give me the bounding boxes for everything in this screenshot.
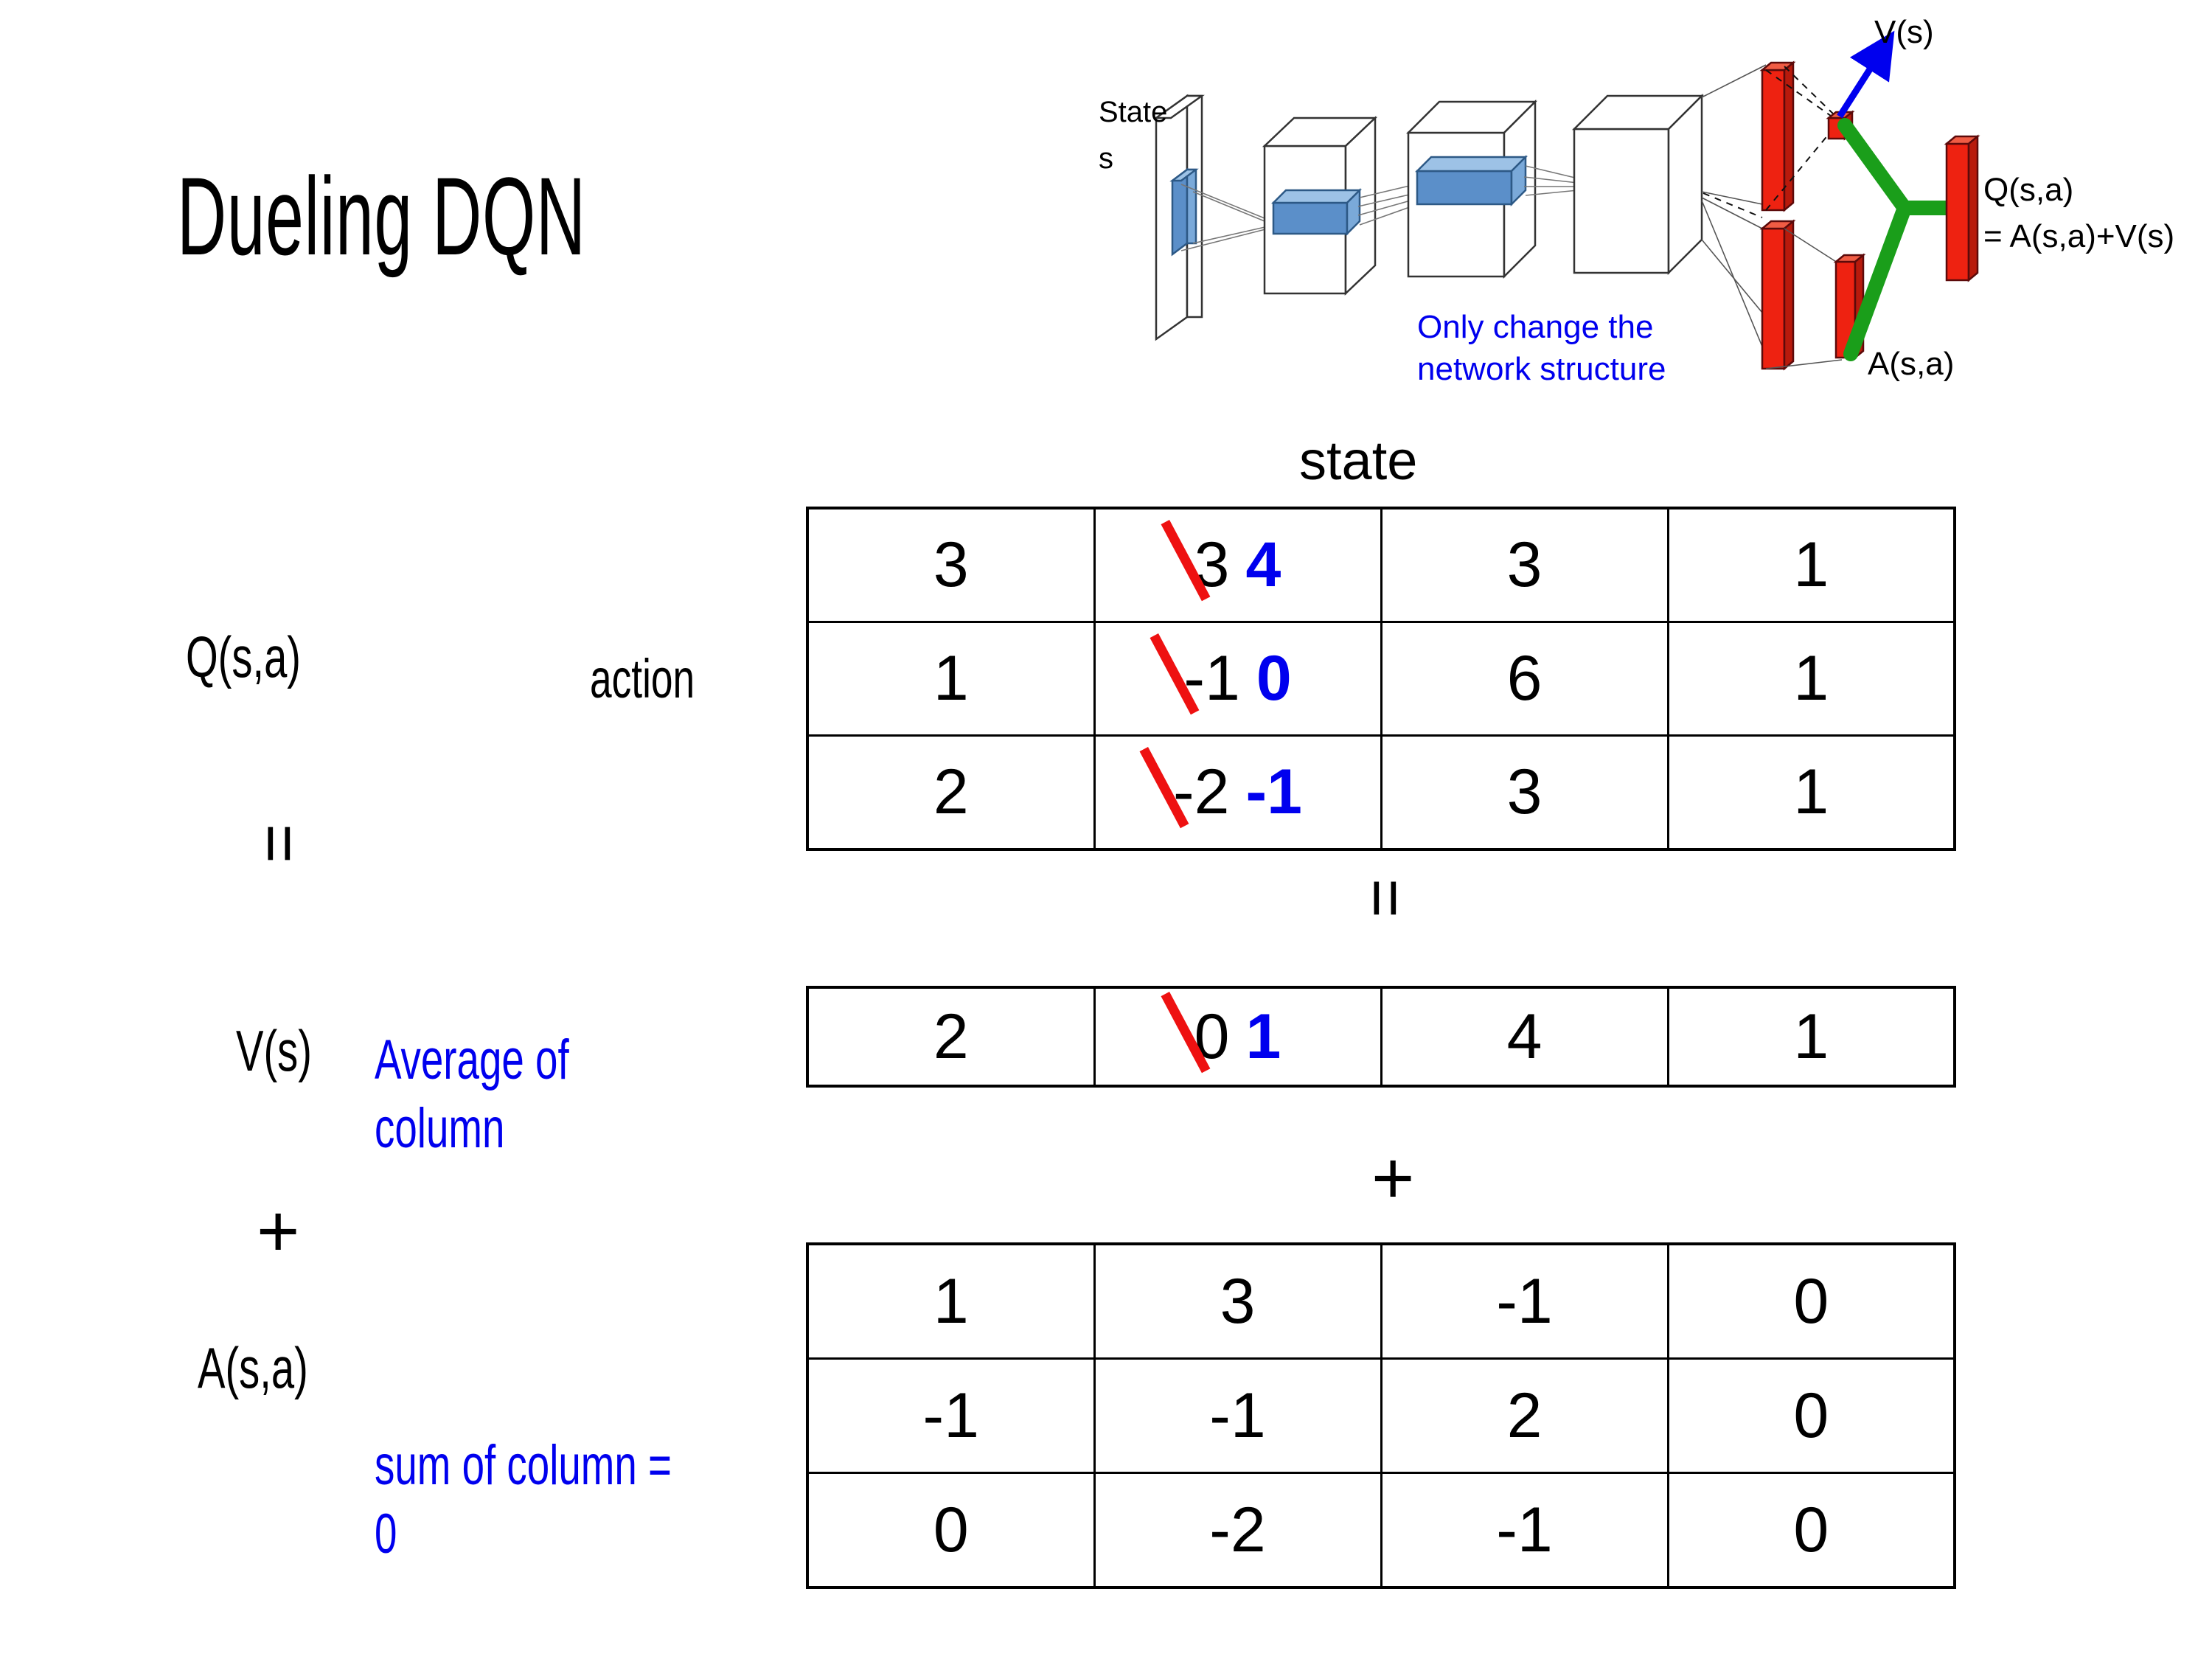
q-cell-r2c3: 1	[1666, 734, 1956, 851]
dueling-network-diagram: State s V(s) A(s,a) Q(s,a) = A(s,a)+V(s)…	[1099, 7, 2205, 406]
a-cell-r0c3: 0	[1666, 1242, 1956, 1360]
table-row: 0 -2 -1 0	[806, 1472, 1956, 1589]
q-cell-old-value: -2	[1173, 757, 1230, 827]
q-cell-r1c3: 1	[1666, 621, 1956, 737]
q-cell-r1c0: 1	[806, 621, 1096, 737]
q-cell-r2c2: 3	[1380, 734, 1669, 851]
q-cell-r0c1: 3 4	[1093, 507, 1382, 623]
q-table: 3 3 4 3 1 1 -1 0 6	[806, 507, 1956, 851]
diagram-note-line2: network structure	[1417, 351, 1666, 387]
a-cell-r0c0: 1	[806, 1242, 1096, 1360]
axis-label-state: state	[1299, 430, 1418, 491]
v-cell-new-value: 1	[1245, 1001, 1281, 1072]
q-cell-r0c3: 1	[1666, 507, 1956, 623]
q-cell-r0c0: 3	[806, 507, 1096, 623]
v-cell-r0c2: 4	[1380, 986, 1669, 1088]
operator-equals-left: =	[241, 824, 317, 863]
q-cell-old-value: -1	[1183, 643, 1240, 714]
a-cell-r1c1: -1	[1093, 1357, 1382, 1474]
operator-equals-middle: =	[1347, 878, 1423, 918]
diagram-q-output-label-line2: = A(s,a)+V(s)	[1983, 218, 2174, 254]
diagram-state-label-line1: State	[1099, 96, 1167, 128]
table-row: -1 -1 2 0	[806, 1357, 1956, 1474]
a-cell-r0c1: 3	[1093, 1242, 1382, 1360]
table-row: 2 -2 -1 3 1	[806, 734, 1956, 851]
a-cell-r1c2: 2	[1380, 1357, 1669, 1474]
diagram-v-output-label: V(s)	[1874, 14, 1934, 50]
a-cell-r2c1: -2	[1093, 1472, 1382, 1589]
table-row: 3 3 4 3 1	[806, 507, 1956, 623]
section-label-a: A(s,a)	[198, 1335, 308, 1400]
diagram-q-output-label-line1: Q(s,a)	[1983, 172, 2073, 208]
a-cell-r2c0: 0	[806, 1472, 1096, 1589]
v-cell-old-value: 0	[1194, 1001, 1230, 1072]
q-cell-old-value: 3	[1194, 529, 1230, 600]
section-label-q: Q(s,a)	[186, 625, 302, 689]
v-table: 2 0 1 4 1	[806, 986, 1956, 1088]
q-cell-new-value: 0	[1256, 643, 1292, 714]
v-cell-r0c1: 0 1	[1093, 986, 1382, 1088]
q-cell-new-value: -1	[1245, 757, 1302, 827]
note-average-of-column: Average of column	[375, 1029, 569, 1160]
a-cell-r2c3: 0	[1666, 1472, 1956, 1589]
operator-plus-middle: +	[1371, 1137, 1415, 1220]
diagram-a-output-label: A(s,a)	[1868, 346, 1954, 382]
table-row: 2 0 1 4 1	[806, 986, 1956, 1088]
q-cell-r1c2: 6	[1380, 621, 1669, 737]
page-title: Dueling DQN	[177, 154, 586, 278]
a-cell-r1c0: -1	[806, 1357, 1096, 1474]
a-table: 1 3 -1 0 -1 -1 2 0 0 -2 -1 0	[806, 1242, 1956, 1589]
table-row: 1 -1 0 6 1	[806, 621, 1956, 737]
operator-plus-left: +	[257, 1190, 300, 1273]
a-cell-r1c3: 0	[1666, 1357, 1956, 1474]
axis-label-action: action	[590, 648, 695, 709]
q-cell-r2c1: -2 -1	[1093, 734, 1382, 851]
table-row: 1 3 -1 0	[806, 1242, 1956, 1360]
section-label-v: V(s)	[236, 1018, 312, 1083]
q-cell-new-value: 4	[1245, 529, 1281, 600]
q-cell-r0c2: 3	[1380, 507, 1669, 623]
a-cell-r2c2: -1	[1380, 1472, 1669, 1589]
a-cell-r0c2: -1	[1380, 1242, 1669, 1360]
diagram-state-label-line2: s	[1099, 142, 1113, 175]
q-cell-r1c1: -1 0	[1093, 621, 1382, 737]
q-cell-r2c0: 2	[806, 734, 1096, 851]
note-sum-of-column: sum of column = 0	[375, 1434, 672, 1565]
v-cell-r0c3: 1	[1666, 986, 1956, 1088]
v-cell-r0c0: 2	[806, 986, 1096, 1088]
diagram-note-line1: Only change the	[1417, 309, 1653, 345]
